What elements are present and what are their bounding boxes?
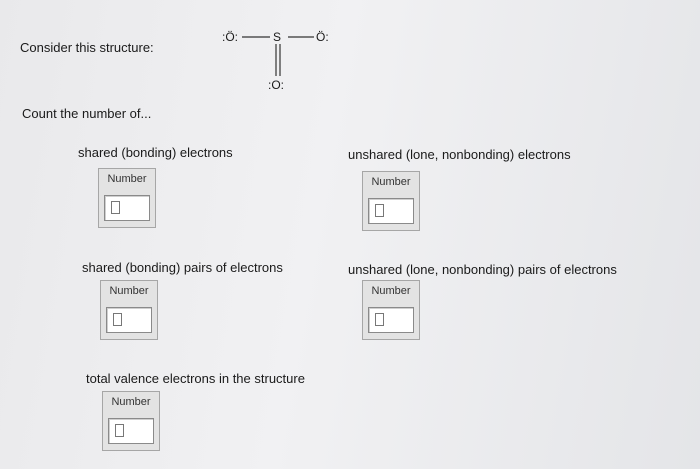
number-label: Number [111, 396, 151, 408]
question-shared-pairs: shared (bonding) pairs of electrons [82, 260, 283, 275]
bond-lines [242, 36, 314, 76]
count-heading: Count the number of... [22, 106, 152, 121]
question-unshared-pairs: unshared (lone, nonbonding) pairs of ele… [348, 262, 617, 277]
prompt-text: Consider this structure: [20, 40, 154, 55]
answer-widget-unshared-pairs: Number [362, 280, 420, 340]
question-total-valence: total valence electrons in the structure [86, 371, 305, 386]
number-label: Number [107, 173, 147, 185]
oxygen-bottom-atom: :O: [268, 78, 285, 92]
answer-widget-shared-pairs: Number [100, 280, 158, 340]
answer-widget-total-valence: Number [102, 391, 160, 451]
question-shared-electrons: shared (bonding) electrons [78, 145, 233, 160]
text-cursor-icon [375, 204, 384, 217]
text-cursor-icon [375, 313, 384, 326]
number-label: Number [371, 176, 411, 188]
shared-pairs-input[interactable] [106, 307, 152, 333]
unshared-pairs-input[interactable] [368, 307, 414, 333]
text-cursor-icon [115, 424, 124, 437]
oxygen-right-atom: Ö: [316, 30, 329, 44]
unshared-electrons-input[interactable] [368, 198, 414, 224]
answer-widget-unshared-electrons: Number [362, 171, 420, 231]
text-cursor-icon [111, 201, 120, 214]
number-label: Number [109, 285, 149, 297]
sulfur-atom: S [273, 30, 282, 44]
total-valence-input[interactable] [108, 418, 154, 444]
oxygen-left-atom: :Ö: [222, 30, 239, 44]
shared-electrons-input[interactable] [104, 195, 150, 221]
answer-widget-shared-electrons: Number [98, 168, 156, 228]
lewis-structure: :Ö: S Ö: :O: [218, 22, 348, 102]
number-label: Number [371, 285, 411, 297]
question-unshared-electrons: unshared (lone, nonbonding) electrons [348, 147, 571, 162]
text-cursor-icon [113, 313, 122, 326]
